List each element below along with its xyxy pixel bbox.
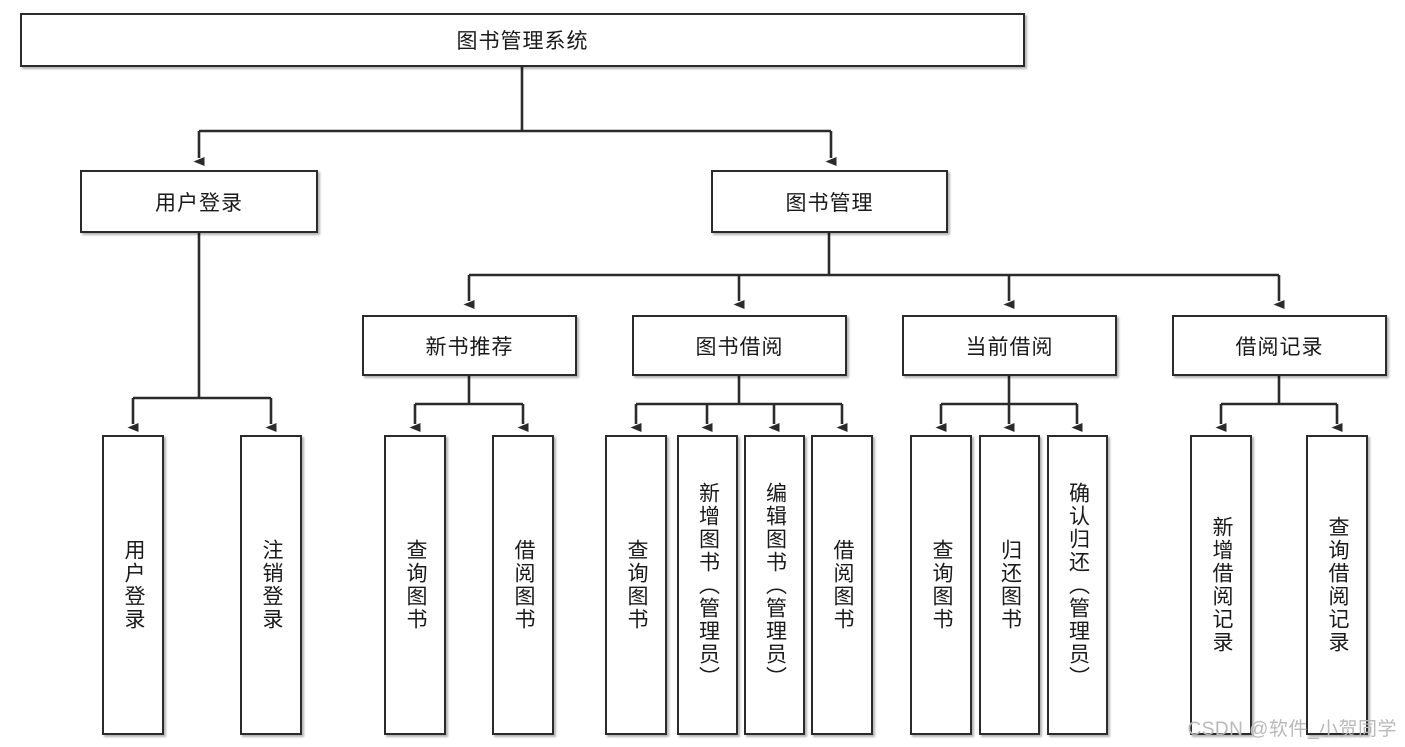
node-book-management[interactable]: 图书管理 <box>711 170 948 233</box>
node-leaf-query-book-borrow[interactable]: 查询图书 <box>605 435 667 735</box>
node-leaf-confirm-return[interactable]: 确认归还（管理员） <box>1047 435 1108 735</box>
node-leaf-add-book[interactable]: 新增图书（管理员） <box>677 435 738 735</box>
node-label: 查询借阅记录 <box>1326 516 1350 654</box>
node-label: 确认归还（管理员） <box>1066 481 1090 689</box>
node-leaf-query-book-current[interactable]: 查询图书 <box>910 435 972 735</box>
node-label: 新增图书（管理员） <box>696 481 720 689</box>
node-label: 新增借阅记录 <box>1210 516 1234 654</box>
node-label: 查询图书 <box>625 539 649 631</box>
node-label: 新书推荐 <box>425 335 514 359</box>
node-label: 借阅图书 <box>831 539 855 631</box>
node-leaf-add-borrow-record[interactable]: 新增借阅记录 <box>1190 435 1252 735</box>
node-leaf-user-login[interactable]: 用户登录 <box>102 435 164 735</box>
node-new-book-recommend[interactable]: 新书推荐 <box>362 315 577 376</box>
node-leaf-return-book[interactable]: 归还图书 <box>979 435 1040 735</box>
node-label: 用户登录 <box>122 539 146 631</box>
node-leaf-logout[interactable]: 注销登录 <box>240 435 302 735</box>
node-label: 用户登录 <box>155 191 243 215</box>
node-label: 借阅记录 <box>1235 335 1324 359</box>
node-book-borrow[interactable]: 图书借阅 <box>632 315 847 376</box>
node-label: 图书管理 <box>785 191 874 215</box>
node-label: 图书借阅 <box>695 335 784 359</box>
node-label: 当前借阅 <box>965 335 1054 359</box>
node-label: 图书管理系统 <box>456 30 589 53</box>
node-label: 借阅图书 <box>512 539 536 631</box>
node-borrow-record[interactable]: 借阅记录 <box>1172 315 1387 376</box>
node-root-book-management-system[interactable]: 图书管理系统 <box>20 13 1025 67</box>
node-leaf-edit-book[interactable]: 编辑图书（管理员） <box>744 435 805 735</box>
node-label: 编辑图书（管理员） <box>763 481 787 689</box>
node-current-borrow[interactable]: 当前借阅 <box>902 315 1117 376</box>
node-leaf-borrow-book[interactable]: 借阅图书 <box>811 435 873 735</box>
watermark: CSDN @软件_小贺同学 <box>1187 719 1397 740</box>
node-label: 注销登录 <box>260 539 284 631</box>
node-leaf-query-book-recommend[interactable]: 查询图书 <box>384 435 446 735</box>
node-label: 查询图书 <box>930 539 954 631</box>
node-leaf-borrow-book-recommend[interactable]: 借阅图书 <box>492 435 554 735</box>
node-label: 归还图书 <box>998 539 1022 631</box>
node-user-login[interactable]: 用户登录 <box>80 170 318 233</box>
node-leaf-query-borrow-record[interactable]: 查询借阅记录 <box>1306 435 1368 735</box>
node-label: 查询图书 <box>404 539 428 631</box>
